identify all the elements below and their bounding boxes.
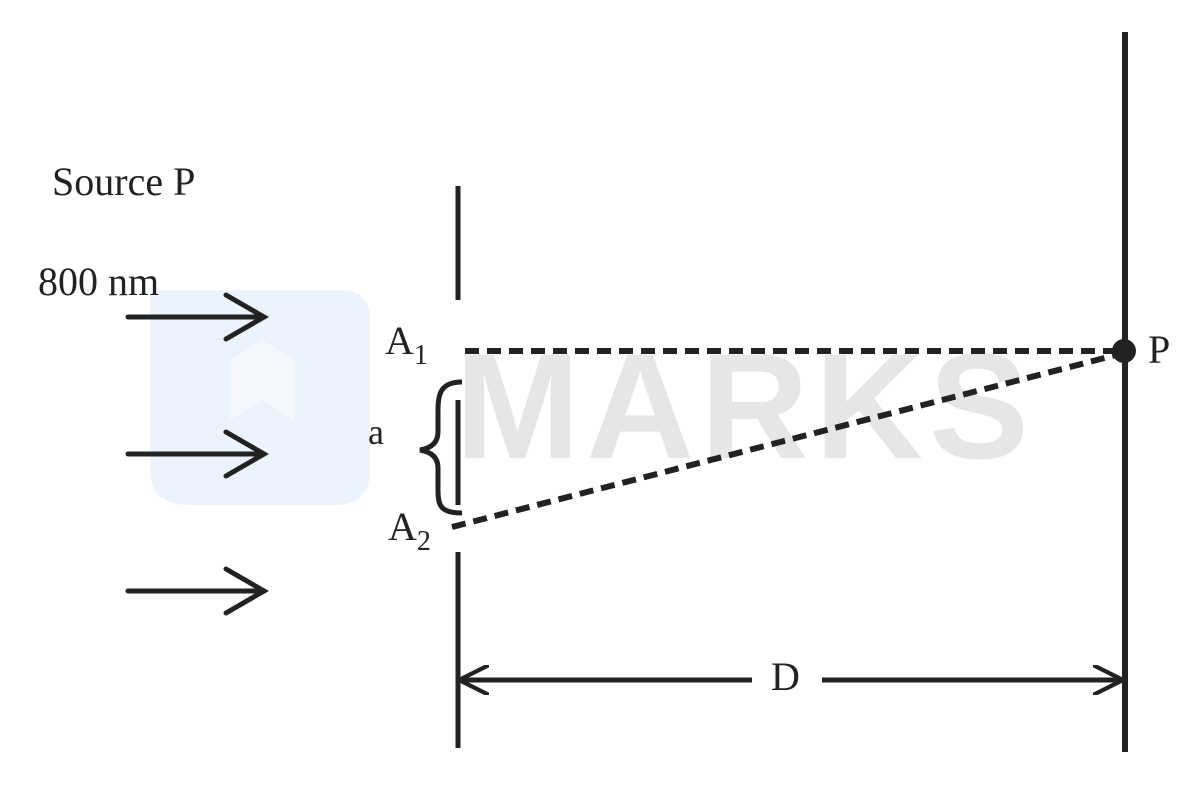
- watermark-text: MARKS: [455, 322, 1035, 490]
- distance-label: D: [771, 654, 800, 699]
- separation-label: a: [368, 412, 384, 452]
- wavelength-label: 800 nm: [38, 259, 159, 304]
- watermark: MARKS: [150, 290, 1035, 505]
- incident-arrow-3: [125, 566, 269, 616]
- slit-a2-label: A2: [388, 504, 431, 557]
- point-p-label: P: [1148, 327, 1170, 372]
- source-label: Source P: [52, 159, 195, 204]
- point-p-marker: [1112, 339, 1136, 363]
- incident-arrow-2: [125, 429, 269, 479]
- separation-brace: [419, 379, 463, 516]
- slit-a1-label: A1: [385, 318, 428, 371]
- incident-arrow-1: [125, 292, 269, 342]
- path-a2-to-p: [451, 351, 1121, 530]
- watermark-logo-chevron: [230, 340, 294, 420]
